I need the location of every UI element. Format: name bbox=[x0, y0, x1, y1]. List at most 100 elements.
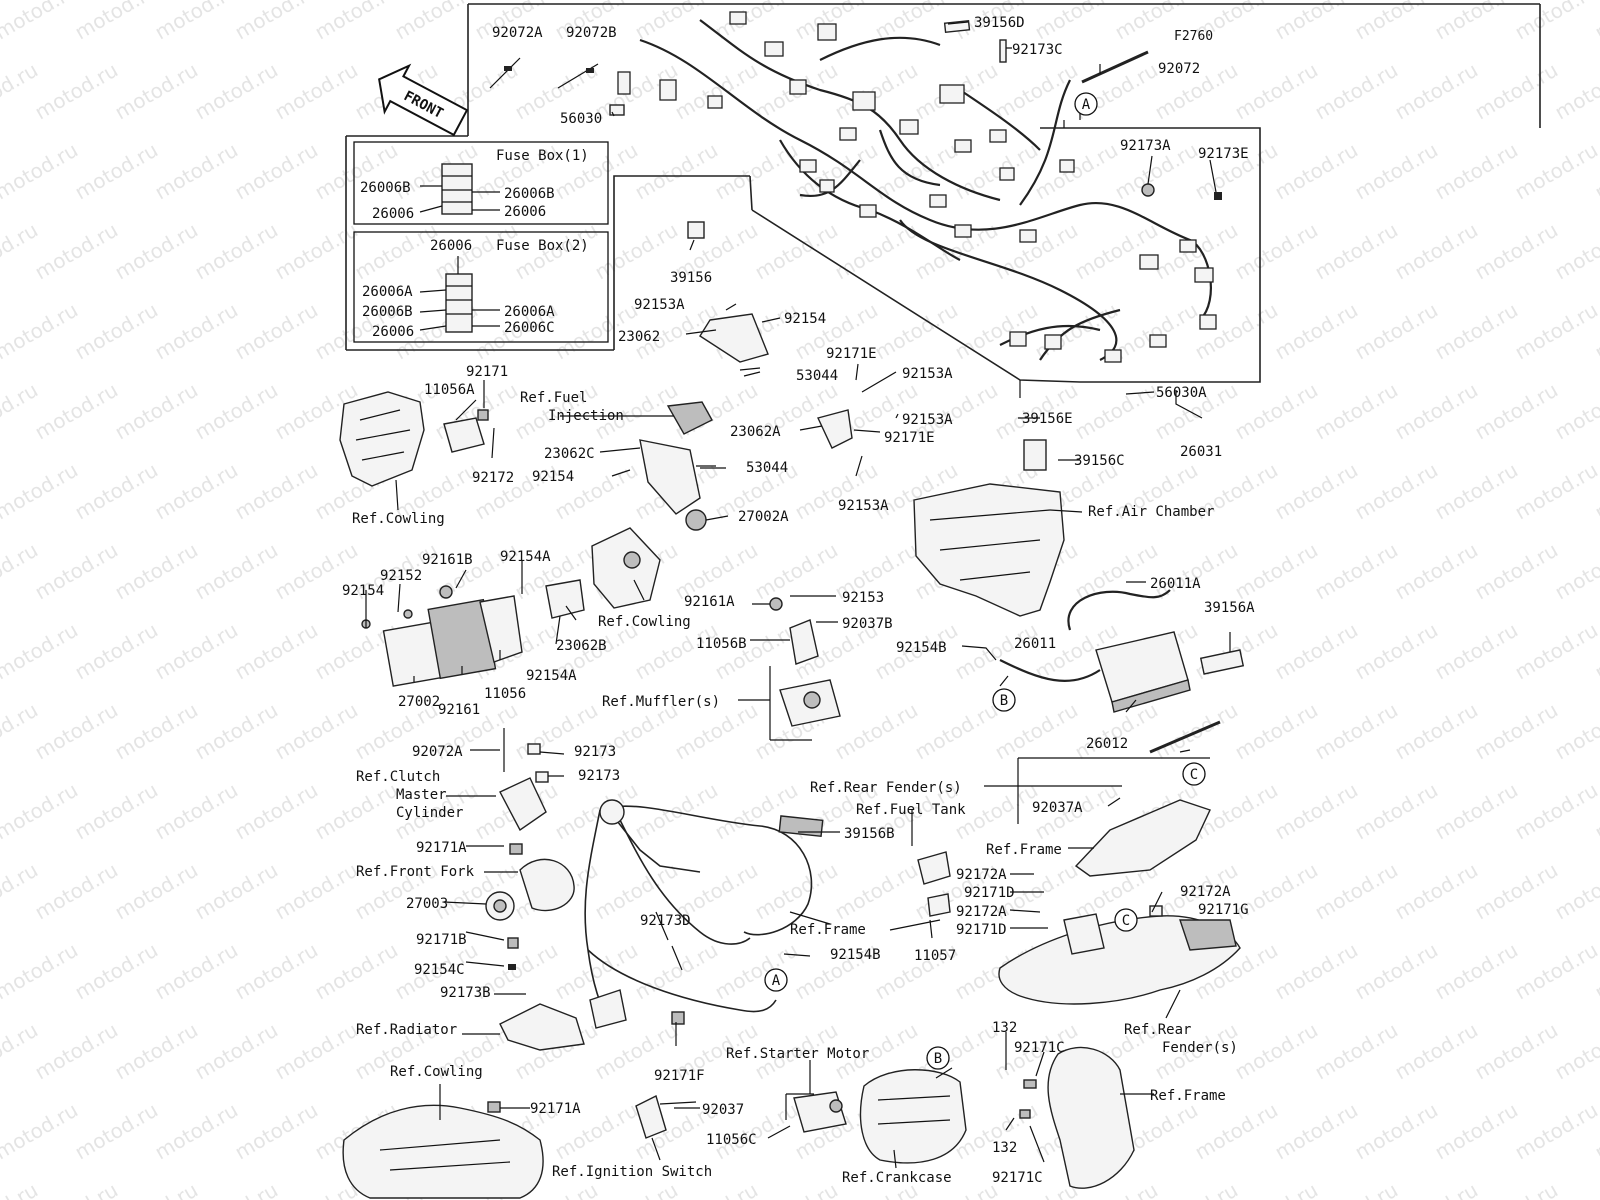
label-92171F: 92171F bbox=[654, 1068, 705, 1084]
label-92171E-2: 92171E bbox=[884, 430, 935, 446]
watermark-text: motod.ru bbox=[1511, 138, 1600, 205]
svg-text:C: C bbox=[1190, 767, 1198, 783]
watermark-text: motod.ru bbox=[111, 1178, 202, 1200]
label-fb1-26006B-left: 26006B bbox=[360, 180, 411, 196]
watermark-text: motod.ru bbox=[1271, 458, 1362, 525]
watermark-text: motod.ru bbox=[791, 458, 882, 525]
watermark-text: motod.ru bbox=[1511, 0, 1600, 44]
watermark-text: motod.ru bbox=[1231, 1018, 1322, 1085]
label-92171D-2: 92171D bbox=[956, 922, 1007, 938]
label-ref-rear-fender-2a: Ref.Rear bbox=[1124, 1022, 1191, 1038]
watermark-text: motod.ru bbox=[711, 938, 802, 1005]
watermark-text: motod.ru bbox=[1351, 298, 1442, 365]
callout-C-fender: C bbox=[1114, 908, 1138, 932]
watermark-text: motod.ru bbox=[151, 1098, 242, 1165]
label-92173D: 92173D bbox=[640, 913, 691, 929]
watermark-text: motod.ru bbox=[1391, 538, 1482, 605]
watermark-text: motod.ru bbox=[1391, 378, 1482, 445]
watermark-text: motod.ru bbox=[1431, 1098, 1522, 1165]
label-92153A-4: 92153A bbox=[838, 498, 889, 514]
rear-fender-upper bbox=[1017, 757, 1211, 877]
crankcase bbox=[859, 1069, 967, 1164]
watermark-text: motod.ru bbox=[1591, 0, 1600, 44]
watermark-text: motod.ru bbox=[551, 458, 642, 525]
watermark-text: motod.ru bbox=[351, 218, 442, 285]
label-27003: 27003 bbox=[406, 896, 448, 912]
watermark-text: motod.ru bbox=[151, 778, 242, 845]
label-39156D: 39156D bbox=[974, 15, 1025, 31]
watermark-text: motod.ru bbox=[71, 1098, 162, 1165]
watermark-text: motod.ru bbox=[1351, 778, 1442, 845]
label-fb2-26006B-left: 26006B bbox=[362, 304, 413, 320]
watermark-text: motod.ru bbox=[871, 298, 962, 365]
watermark-text: motod.ru bbox=[1271, 138, 1362, 205]
watermark-text: motod.ru bbox=[1391, 58, 1482, 125]
rear-fender-lower bbox=[998, 905, 1241, 1005]
watermark-text: motod.ru bbox=[1431, 458, 1522, 525]
watermark-text: motod.ru bbox=[671, 1178, 762, 1200]
label-92152: 92152 bbox=[380, 568, 422, 584]
watermark-text: motod.ru bbox=[191, 538, 282, 605]
watermark-text: motod.ru bbox=[1511, 1098, 1600, 1165]
watermark-text: motod.ru bbox=[1071, 378, 1162, 445]
label-11056A: 11056A bbox=[424, 382, 475, 398]
label-ref-fuel-tank: Ref.Fuel Tank bbox=[856, 802, 966, 818]
watermark-text: motod.ru bbox=[631, 138, 722, 205]
watermark-text: motod.ru bbox=[1231, 58, 1322, 125]
label-ref-clutch-3: Cylinder bbox=[396, 805, 463, 821]
watermark-text: motod.ru bbox=[591, 1178, 682, 1200]
watermark-text: motod.ru bbox=[71, 0, 162, 44]
watermark-text: motod.ru bbox=[111, 1018, 202, 1085]
watermark-text: motod.ru bbox=[111, 858, 202, 925]
figure-code: F2760 bbox=[1174, 29, 1213, 44]
label-27002: 27002 bbox=[398, 694, 440, 710]
fuel-tank-bracket bbox=[889, 851, 951, 931]
label-26031: 26031 bbox=[1180, 444, 1222, 460]
watermark-text: motod.ru bbox=[191, 858, 282, 925]
label-92153: 92153 bbox=[842, 590, 884, 606]
watermark-text: motod.ru bbox=[1431, 298, 1522, 365]
label-fb2-26006A-right: 26006A bbox=[504, 304, 555, 320]
svg-text:C: C bbox=[1122, 913, 1130, 929]
watermark-text: motod.ru bbox=[271, 1018, 362, 1085]
watermark-text: motod.ru bbox=[1511, 778, 1600, 845]
label-ref-frame-1: Ref.Frame bbox=[790, 922, 866, 938]
label-92154A-1: 92154A bbox=[500, 549, 551, 565]
callout-A-top: A bbox=[1074, 92, 1098, 116]
label-39156B: 39156B bbox=[844, 826, 895, 842]
watermark-text: motod.ru bbox=[1111, 298, 1202, 365]
label-92161B: 92161B bbox=[422, 552, 473, 568]
starter-relay bbox=[785, 1091, 847, 1133]
bracket-cowling-left bbox=[339, 391, 489, 487]
label-92172A-2: 92172A bbox=[1180, 884, 1231, 900]
callout-A-bottom: A bbox=[764, 968, 788, 992]
fuse-box-2 bbox=[353, 231, 609, 343]
watermark-text: motod.ru bbox=[1311, 698, 1402, 765]
wiring-harness-26031 bbox=[617, 11, 1217, 363]
callout-B-crankcase: B bbox=[926, 1046, 950, 1070]
watermark-text: motod.ru bbox=[71, 458, 162, 525]
label-39156A: 39156A bbox=[1204, 600, 1255, 616]
watermark-text: motod.ru bbox=[31, 1178, 122, 1200]
watermark-text: motod.ru bbox=[231, 778, 322, 845]
label-26011: 26011 bbox=[1014, 636, 1056, 652]
label-ref-mufflers: Ref.Muffler(s) bbox=[602, 694, 720, 710]
label-92037: 92037 bbox=[702, 1102, 744, 1118]
label-92161: 92161 bbox=[438, 702, 480, 718]
label-92171C-2: 92171C bbox=[992, 1170, 1043, 1186]
watermark-text: motod.ru bbox=[1351, 138, 1442, 205]
watermark-text: motod.ru bbox=[911, 698, 1002, 765]
watermark-text: motod.ru bbox=[471, 458, 562, 525]
watermark-text: motod.ru bbox=[1231, 1178, 1322, 1200]
label-92172A-1: 92172A bbox=[956, 867, 1007, 883]
label-92153A-3: 92153A bbox=[902, 412, 953, 428]
label-ref-cowling-2: Ref.Cowling bbox=[598, 614, 691, 630]
label-39156: 39156 bbox=[670, 270, 712, 286]
watermark-text: motod.ru bbox=[1551, 698, 1600, 765]
watermark-text: motod.ru bbox=[151, 458, 242, 525]
watermark-text: motod.ru bbox=[1551, 218, 1600, 285]
watermark-text: motod.ru bbox=[111, 698, 202, 765]
fuse-box-1 bbox=[353, 141, 609, 225]
watermark-text: motod.ru bbox=[1271, 618, 1362, 685]
